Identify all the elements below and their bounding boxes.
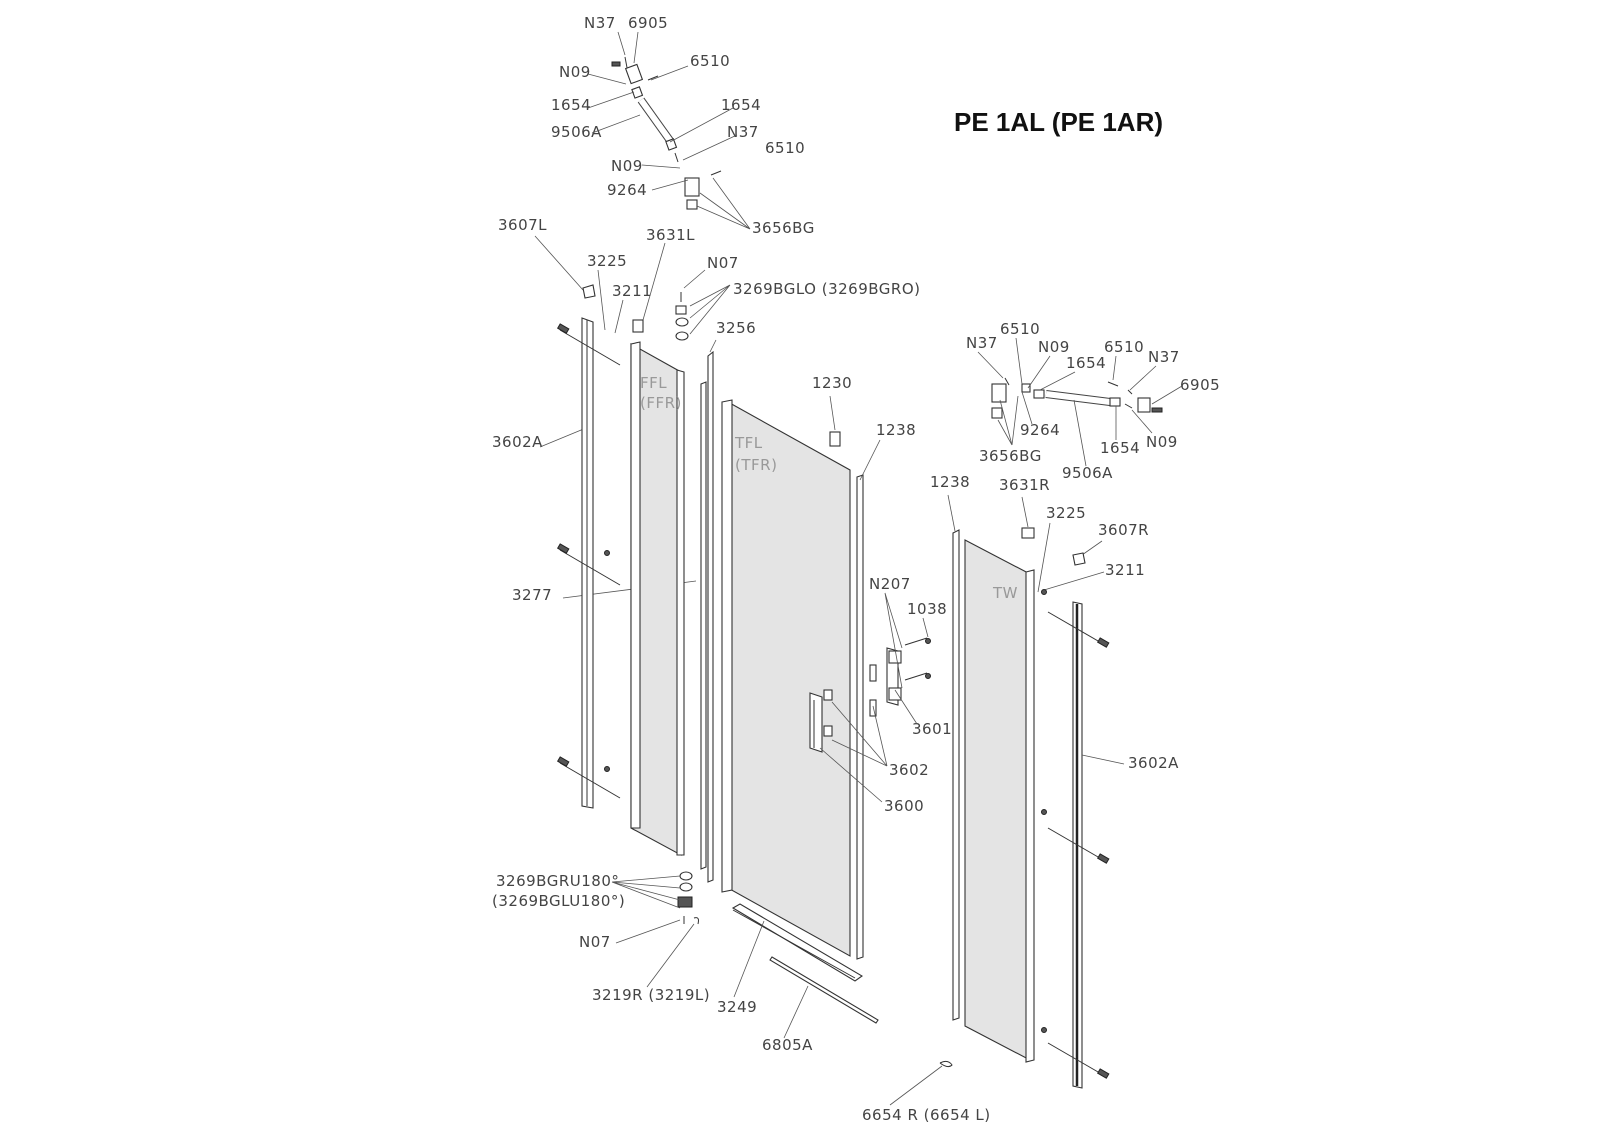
wall-screws-left — [556, 323, 621, 799]
label-3656bg: 3656BG — [979, 447, 1042, 465]
label-3600: 3600 — [884, 797, 924, 815]
panel-label-ffr: (FFR) — [640, 394, 682, 412]
label-n37: N37 — [1148, 348, 1180, 366]
label-9264: 9264 — [1020, 421, 1060, 439]
label-n37: N37 — [727, 123, 759, 141]
label-n07: N07 — [707, 254, 739, 272]
part-1230 — [829, 431, 841, 447]
label-3225: 3225 — [587, 252, 627, 270]
cap-3607l — [582, 284, 596, 299]
label-6905: 6905 — [1180, 376, 1220, 394]
label-1038: 1038 — [907, 600, 947, 618]
label-n09: N09 — [1038, 338, 1070, 356]
clip-3631l — [632, 319, 644, 333]
label-n09: N09 — [559, 63, 591, 81]
label-3607l: 3607L — [498, 216, 547, 234]
label-6510: 6510 — [765, 139, 805, 157]
panel-label-ffl: FFL — [640, 374, 667, 392]
seal-6805a — [769, 956, 879, 1024]
label-3211: 3211 — [1105, 561, 1145, 579]
label-n09: N09 — [611, 157, 643, 175]
label-3602a: 3602A — [1128, 754, 1179, 772]
label-n09: N09 — [1146, 433, 1178, 451]
label-3211: 3211 — [612, 282, 652, 300]
label-n207: N207 — [869, 575, 911, 593]
label-3601: 3601 — [912, 720, 952, 738]
part-6654 — [939, 1060, 953, 1068]
label-n37: N37 — [966, 334, 998, 352]
diagram-title: PE 1AL (PE 1AR) — [954, 107, 1163, 137]
label-6905: 6905 — [628, 14, 668, 32]
label-3631r: 3631R — [999, 476, 1050, 494]
label-6510: 6510 — [1000, 320, 1040, 338]
door-glass-tfl — [727, 401, 851, 957]
label-3656bg: 3656BG — [752, 219, 815, 237]
label-3269bgru: 3269BGRU180° — [496, 872, 619, 890]
label-3269bglo: 3269BGLO (3269BGRO) — [733, 280, 920, 298]
label-n37: N37 — [584, 14, 616, 32]
seal-1238-wall — [952, 529, 960, 1021]
label-6805a: 6805A — [762, 1036, 813, 1054]
label-1654: 1654 — [1066, 354, 1106, 372]
label-6510: 6510 — [690, 52, 730, 70]
cap-3607r — [1072, 552, 1086, 566]
label-3602: 3602 — [889, 761, 929, 779]
label-1238: 1238 — [930, 473, 970, 491]
panel-label-tfr: (TFR) — [735, 456, 777, 474]
seal-3277 — [700, 381, 707, 870]
label-1238: 1238 — [876, 421, 916, 439]
hinge-bottom — [677, 871, 699, 925]
seal-1238-door — [856, 474, 864, 960]
label-1654: 1654 — [1100, 439, 1140, 457]
label-3256: 3256 — [716, 319, 756, 337]
label-3219r: 3219R (3219L) — [592, 986, 710, 1004]
label-9264: 9264 — [607, 181, 647, 199]
hinge-top — [675, 292, 689, 341]
label-1230: 1230 — [812, 374, 852, 392]
stabilizer-bar-right-assembly — [991, 377, 1163, 419]
label-3225: 3225 — [1046, 504, 1086, 522]
label-3269bglu: (3269BGLU180°) — [492, 892, 625, 910]
sweep-3249 — [731, 903, 864, 982]
label-6510: 6510 — [1104, 338, 1144, 356]
label-3277: 3277 — [512, 586, 552, 604]
label-6654r: 6654 R (6654 L) — [862, 1106, 991, 1124]
panel-label-tw: TW — [992, 584, 1018, 602]
label-9506a: 9506A — [551, 123, 602, 141]
label-9506a: 9506A — [1062, 464, 1113, 482]
fixed-glass-tw — [964, 539, 1031, 1061]
label-3607r: 3607R — [1098, 521, 1149, 539]
clip-3631r — [1021, 527, 1035, 539]
label-n07: N07 — [579, 933, 611, 951]
seal-3256 — [707, 350, 714, 883]
wall-screws-right — [1041, 589, 1110, 1079]
label-1654: 1654 — [551, 96, 591, 114]
stabilizer-bar-left-assembly — [611, 56, 722, 210]
panel-label-tfl: TFL — [734, 434, 763, 452]
door-profile-hinge-side — [721, 399, 733, 893]
label-3602a: 3602A — [492, 433, 543, 451]
label-3631l: 3631L — [646, 226, 695, 244]
label-3249: 3249 — [717, 998, 757, 1016]
